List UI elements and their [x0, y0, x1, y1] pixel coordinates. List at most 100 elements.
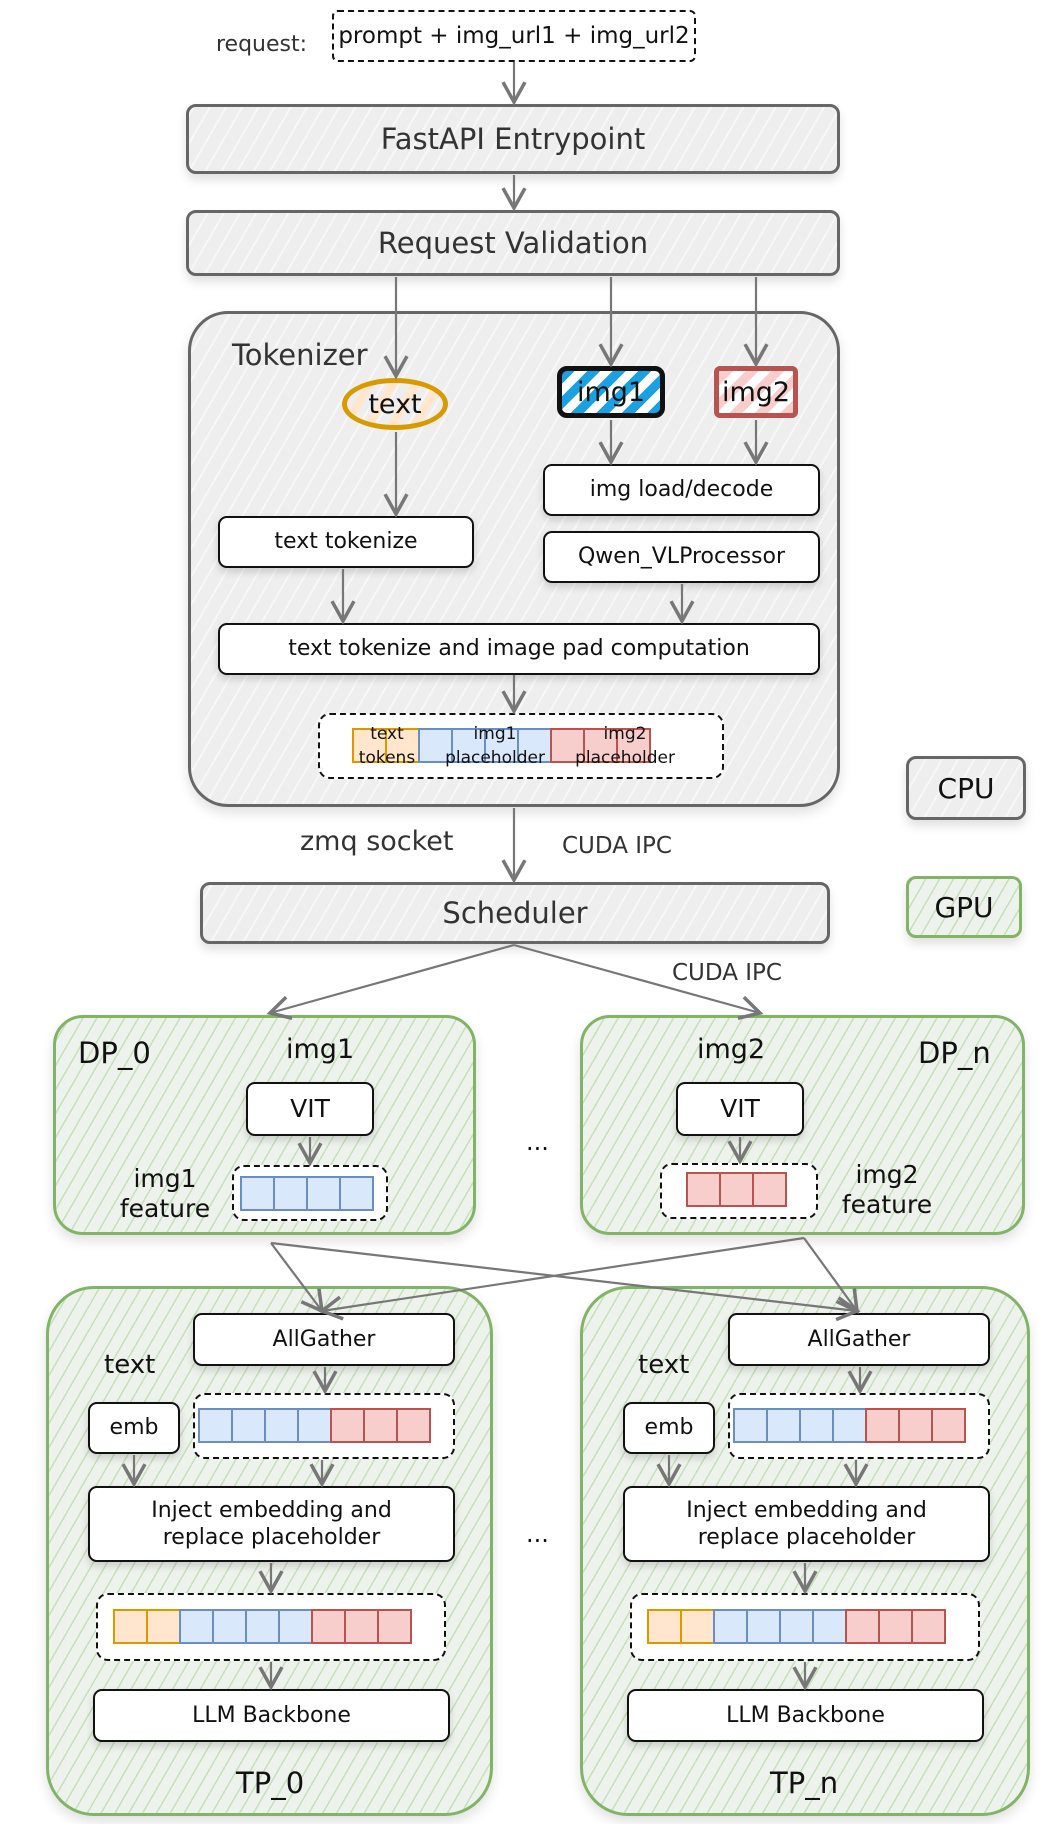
img2-feature-cell [931, 1408, 966, 1443]
img2-feature-cell [311, 1609, 346, 1644]
img2-feature-cell [845, 1609, 880, 1644]
tp-0-title: TP_0 [236, 1766, 305, 1800]
img2-feature-cell [898, 1408, 933, 1443]
dp-0-vit: VIT [246, 1082, 374, 1136]
img1-input-node: img1 [557, 366, 665, 418]
img1-input-label: img1 [576, 376, 646, 408]
request-validation: Request Validation [186, 210, 840, 276]
img1-placeholder-cell [418, 728, 453, 763]
validation-label: Request Validation [377, 226, 649, 260]
img2-feature-cell [344, 1609, 379, 1644]
request-label: request: [216, 32, 308, 57]
text-tokens-label: text tokens [358, 724, 416, 768]
text-token-cell [113, 1609, 148, 1644]
tp-n-text-label: text [638, 1350, 690, 1380]
img1-feature-cell [179, 1609, 214, 1644]
token-sequence [352, 728, 651, 763]
img1-feature-cell [779, 1609, 814, 1644]
tokenize-and-pad: text tokenize and image pad computation [218, 623, 820, 675]
tp-0-text-label: text [104, 1350, 156, 1380]
img2-feature-cell [865, 1408, 900, 1443]
dp-n-image-label: img2 [697, 1034, 766, 1065]
legend-gpu-label: GPU [934, 890, 994, 924]
img2-feature-cell [363, 1408, 398, 1443]
arrow-scheduler-dp0 [266, 943, 515, 1020]
dp-n-title: DP_n [918, 1036, 991, 1070]
img1-feature-cell [240, 1176, 275, 1211]
img1-feature-cell [278, 1609, 313, 1644]
dp-0-feature-label: img1 feature [119, 1164, 211, 1223]
text-token-cell [146, 1609, 181, 1644]
dp-ellipsis: ... [526, 1128, 549, 1156]
img1-feature-cell [733, 1408, 768, 1443]
img2-feature-cell [377, 1609, 412, 1644]
img2-placeholder-cell [583, 728, 618, 763]
img2-feature-cell [686, 1172, 721, 1207]
legend-cpu-label: CPU [937, 771, 995, 805]
img2-feature-cell [752, 1172, 787, 1207]
text-token-cell [647, 1609, 682, 1644]
text-tokenize: text tokenize [218, 516, 474, 568]
img1-feature-cell [812, 1609, 847, 1644]
dp-0-title: DP_0 [78, 1036, 151, 1070]
img2-placeholder-cell [616, 728, 651, 763]
img2-feature-cell [396, 1408, 431, 1443]
tp-n-title: TP_n [770, 1766, 839, 1800]
tp-n-gathered-cells [733, 1408, 966, 1443]
request-box: prompt + img_url1 + img_url2 [332, 10, 696, 62]
img2-feature-cell [878, 1609, 913, 1644]
tp-0-gathered-cells [198, 1408, 431, 1443]
tokenizer-title: Tokenizer [232, 338, 368, 372]
dp-n-vit: VIT [676, 1082, 804, 1136]
tp-0-emb: emb [88, 1402, 180, 1454]
tp-n-allgather: AllGather [728, 1313, 990, 1366]
tp-ellipsis: ... [526, 1520, 549, 1548]
img1-feature-cell [339, 1176, 374, 1211]
img1-feature-cell [766, 1408, 801, 1443]
fastapi-label: FastAPI Entrypoint [380, 122, 646, 156]
img1-feature-cell [273, 1176, 308, 1211]
zmq-socket-label: zmq socket [300, 826, 454, 857]
fastapi-entrypoint: FastAPI Entrypoint [186, 104, 840, 174]
cuda-ipc-label-2: CUDA IPC [672, 960, 782, 986]
img1-feature-cell [245, 1609, 280, 1644]
dp-0-image-label: img1 [286, 1034, 355, 1065]
img1-placeholder-cell [451, 728, 486, 763]
dp-n-feature-label: img2 feature [841, 1160, 933, 1219]
legend-gpu: GPU [906, 876, 1022, 938]
img1-feature-cell [297, 1408, 332, 1443]
legend-cpu: CPU [906, 756, 1026, 820]
text-token-cell [680, 1609, 715, 1644]
tp-0-merged-cells [113, 1609, 412, 1644]
img2-feature-cell [719, 1172, 754, 1207]
tp-n-emb: emb [623, 1402, 715, 1454]
tp-n-llm-backbone: LLM Backbone [627, 1689, 984, 1742]
tp-0-allgather: AllGather [193, 1313, 455, 1366]
img2-input-node: img2 [714, 366, 798, 418]
img1-feature-cell [198, 1408, 233, 1443]
dp-n-feature-cells [686, 1172, 787, 1207]
img1-feature-cell [832, 1408, 867, 1443]
img1-feature-cell [212, 1609, 247, 1644]
img1-feature-cell [799, 1408, 834, 1443]
img1-feature-cell [746, 1609, 781, 1644]
img2-input-label: img2 [721, 376, 791, 408]
qwen-vl-processor: Qwen_VLProcessor [543, 531, 820, 583]
text-input-label: text [368, 388, 422, 420]
img2-feature-cell [911, 1609, 946, 1644]
img1-feature-cell [306, 1176, 341, 1211]
img1-feature-cell [713, 1609, 748, 1644]
img1-placeholder-label: img1 placeholder [445, 724, 545, 768]
img2-placeholder-label: img2 placeholder [575, 724, 675, 768]
request-value: prompt + img_url1 + img_url2 [338, 23, 690, 49]
img2-feature-cell [330, 1408, 365, 1443]
scheduler-label: Scheduler [442, 896, 588, 930]
scheduler: Scheduler [200, 882, 830, 944]
tp-n-inject: Inject embedding and replace placeholder [623, 1486, 990, 1562]
text-input-node: text [342, 378, 448, 430]
tp-0-inject: Inject embedding and replace placeholder [88, 1486, 455, 1562]
cuda-ipc-label-1: CUDA IPC [562, 833, 672, 859]
text-token-cell [352, 728, 387, 763]
img1-feature-cell [231, 1408, 266, 1443]
img1-feature-cell [264, 1408, 299, 1443]
